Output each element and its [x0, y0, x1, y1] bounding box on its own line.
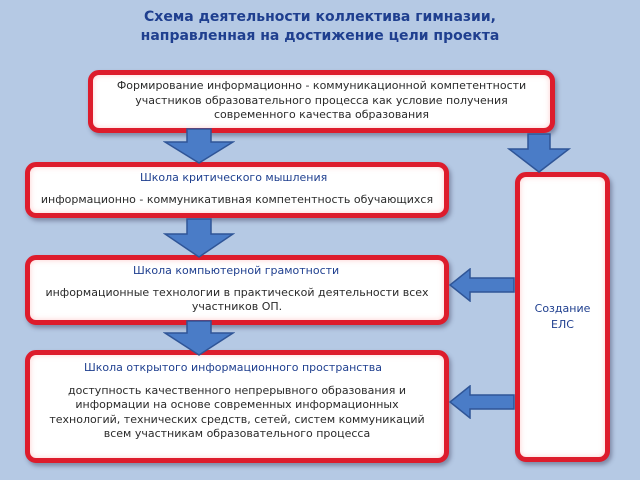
arrow-down-computer-to-open [163, 320, 235, 356]
computer-literacy-title: Школа компьютерной грамотности [133, 264, 340, 277]
goal-text: Формирование информационно - коммуникаци… [116, 79, 527, 121]
critical-thinking-box: Школа критического мышления информационн… [25, 162, 449, 218]
computer-literacy-box: Школа компьютерной грамотности информаци… [25, 255, 449, 325]
els-line-2: ЕЛС [551, 318, 574, 331]
title-line-1: Схема деятельности коллектива гимназии, [144, 9, 496, 25]
title-line-2: направленная на достижение цели проекта [140, 28, 500, 44]
critical-thinking-text: информационно - коммуникативная компетен… [40, 192, 434, 206]
goal-box: Формирование информационно - коммуникаци… [88, 70, 555, 133]
arrow-down-goal-to-critical [163, 128, 235, 164]
arrow-left-els-to-open [448, 385, 515, 419]
arrow-down-critical-to-computer [163, 218, 235, 258]
arrow-left-els-to-computer [448, 268, 515, 302]
arrow-down-goal-to-els [507, 133, 571, 173]
diagram-title: Схема деятельности коллектива гимназии, … [0, 8, 640, 46]
computer-literacy-text: информационные технологии в практической… [45, 285, 429, 314]
critical-thinking-title: Школа критического мышления [140, 171, 328, 184]
open-info-space-title: Школа открытого информационного простран… [84, 361, 382, 374]
els-box: Создание ЕЛС [515, 172, 610, 462]
open-info-space-text: доступность качественного непрерывного о… [49, 383, 425, 441]
els-line-1: Создание [534, 302, 591, 315]
open-info-space-box: Школа открытого информационного простран… [25, 350, 449, 463]
